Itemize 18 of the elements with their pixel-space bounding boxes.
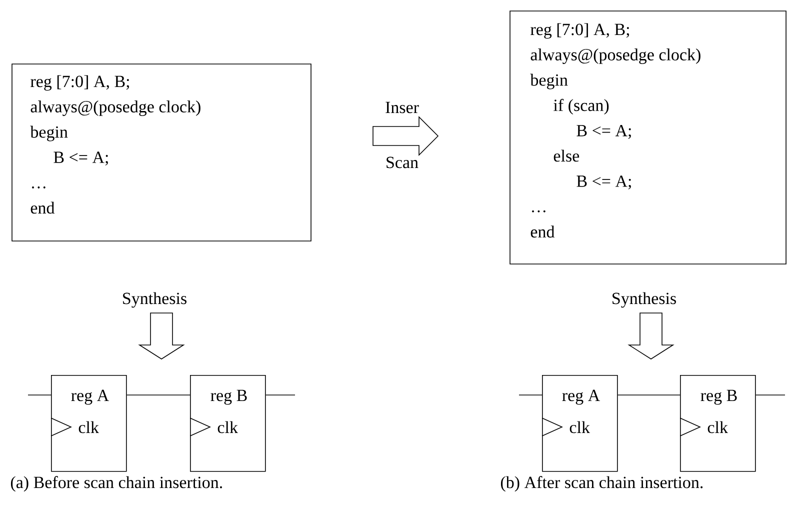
wire (617, 394, 680, 396)
caption: (b) After scan chain insertion. (500, 476, 703, 492)
wire (518, 394, 542, 396)
code-box: reg [7:0] A, B; always@(posedge clock) begin if (scan) B <= A; else B <= A; … end (510, 10, 786, 264)
arrow-caption: Synthesis (612, 292, 676, 308)
wire (28, 394, 52, 396)
flip-flop-box: reg B clk (190, 375, 266, 472)
flip-flop-box: reg A clk (50, 375, 127, 472)
arrow-caption: Scan (386, 156, 418, 168)
code-box: reg [7:0] A, B; always@(posedge clock) begin B <= A; … end (12, 64, 312, 242)
caption: (a) Before scan chain insertion. (10, 476, 222, 492)
flip-flop-box: reg B clk (680, 375, 756, 472)
flip-flop-box: reg A clk (542, 375, 618, 472)
arrow-caption: Inser (386, 102, 419, 114)
arrow-caption: Synthesis (123, 292, 186, 308)
wire (755, 394, 786, 396)
wire (126, 394, 190, 396)
wire (265, 394, 296, 396)
